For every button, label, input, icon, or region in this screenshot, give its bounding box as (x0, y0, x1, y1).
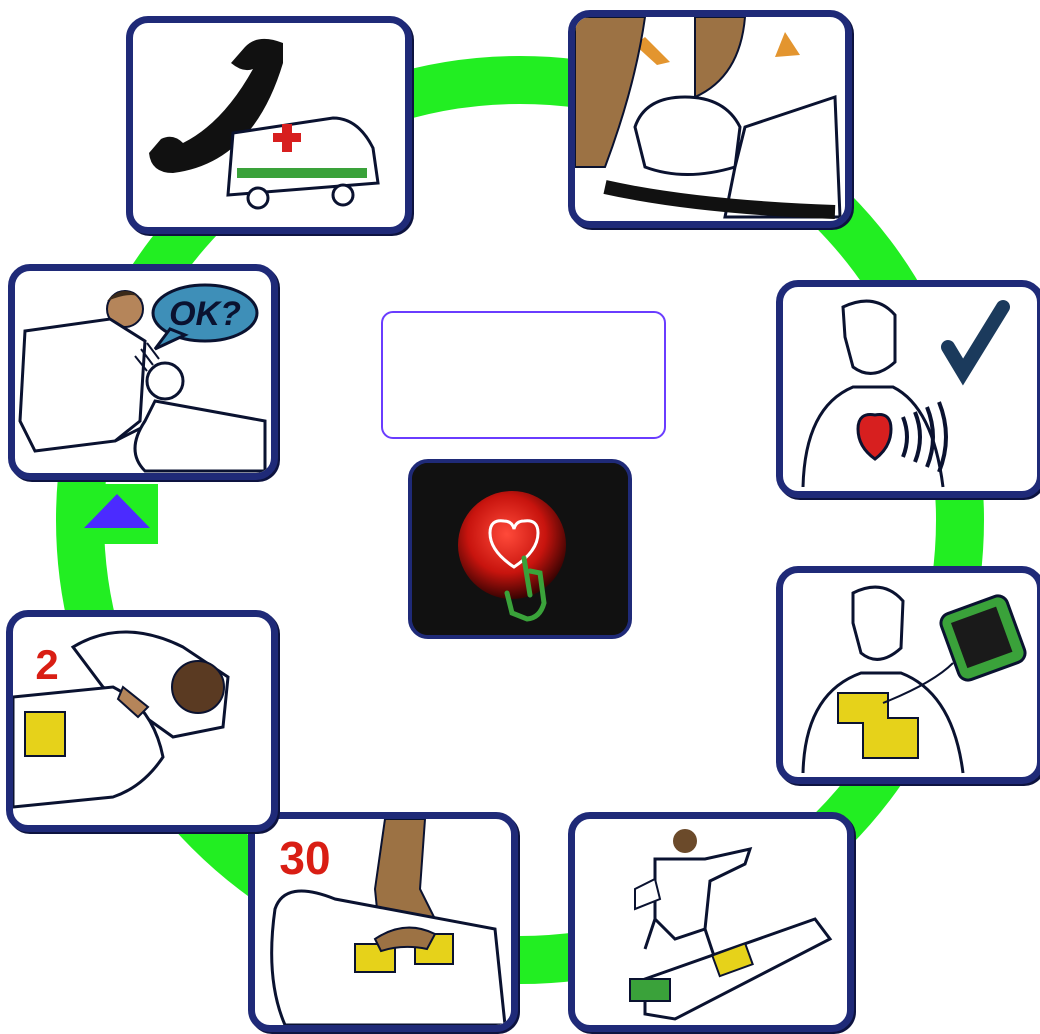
back-marker[interactable] (76, 484, 158, 544)
step-compressions[interactable]: 30 (248, 812, 518, 1032)
heart-icon (856, 413, 893, 461)
step-check-breathing[interactable] (776, 280, 1040, 498)
open-airway-icon (575, 17, 842, 219)
chest-compression-icon: 30 (270, 819, 507, 1025)
call-ambulance-icon (149, 38, 380, 210)
breath-count: 2 (35, 641, 58, 688)
step-stand-clear[interactable] (568, 812, 854, 1032)
compression-count: 30 (279, 832, 330, 884)
attach-pads-icon (801, 585, 1027, 774)
stand-clear-icon (629, 829, 833, 1021)
step-open-airway[interactable] (568, 10, 852, 228)
step-attach-pads[interactable] (776, 566, 1040, 784)
ok-label: OK? (169, 295, 241, 333)
step-call-emergency[interactable] (126, 16, 412, 234)
check-breathing-icon (801, 299, 1010, 488)
triangle-up-icon (84, 494, 150, 528)
step-check-response[interactable]: OK? (8, 264, 278, 480)
info-box (381, 311, 666, 439)
rescue-breath-icon: 2 (13, 630, 230, 809)
step-breaths[interactable]: 2 (6, 610, 278, 832)
aed-start-button[interactable] (408, 459, 632, 639)
heart-button-icon (412, 463, 628, 635)
check-response-icon: OK? (18, 283, 267, 473)
